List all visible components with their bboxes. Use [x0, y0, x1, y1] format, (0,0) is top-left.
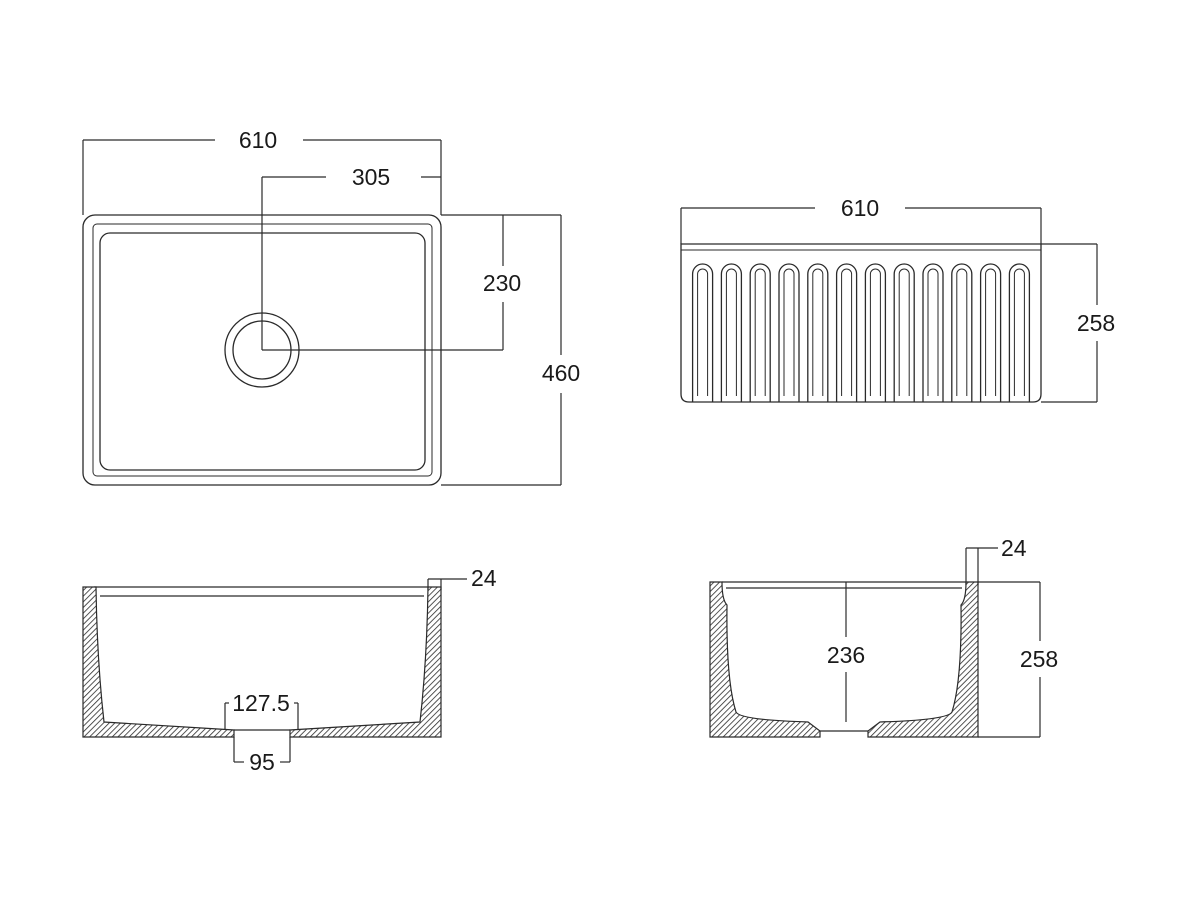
flute-groove-inner	[841, 268, 853, 396]
short-wall-dimension: 24	[965, 535, 1027, 585]
outlet-outer-label: 127.5	[232, 690, 290, 716]
long-section-wall	[82, 586, 235, 738]
flute-groove	[691, 263, 714, 402]
flute-groove	[951, 263, 973, 402]
outlet-outer-dimension: 127.5	[224, 690, 299, 730]
long-wall-dimension: 24	[427, 565, 497, 591]
front-view: 610 258	[680, 195, 1115, 403]
long-section-wall-right	[289, 586, 442, 738]
flute-groove-inner	[783, 268, 795, 396]
front-height-dimension: 258	[1041, 243, 1115, 403]
top-width-label: 610	[239, 127, 277, 153]
waste-offset-dimension: 305	[261, 164, 441, 350]
flute-groove-inner	[812, 268, 824, 396]
front-width-label: 610	[841, 195, 879, 221]
top-depth-label: 460	[542, 360, 580, 386]
front-flutes	[691, 263, 1031, 402]
flute-groove-inner	[754, 268, 766, 396]
short-height-label: 258	[1020, 646, 1058, 672]
flute-groove	[835, 263, 858, 402]
waste-depth-label: 230	[483, 270, 521, 296]
short-section: 24 236 258	[709, 535, 1058, 738]
top-depth-dimension: 460	[441, 214, 580, 486]
short-section-wall-right	[867, 581, 979, 738]
front-width-dimension: 610	[680, 195, 1042, 244]
flute-groove	[807, 263, 829, 402]
flute-groove	[922, 263, 944, 402]
flute-groove-inner	[927, 268, 939, 396]
flute-groove	[979, 263, 1002, 402]
flute-groove-inner	[869, 268, 881, 396]
long-section: 24 127.5 95	[82, 565, 497, 775]
waste-depth-dimension: 230	[262, 214, 521, 351]
flute-groove-inner	[725, 268, 737, 396]
top-width-dimension: 610	[82, 127, 442, 215]
flute-groove-inner	[956, 268, 968, 396]
flute-groove	[720, 263, 743, 402]
long-wall-label: 24	[471, 565, 497, 591]
flute-groove	[749, 263, 771, 402]
inner-depth-label: 236	[827, 642, 865, 668]
flute-groove-inner	[1013, 268, 1025, 396]
outlet-inner-label: 95	[249, 749, 275, 775]
flute-groove-inner	[898, 268, 910, 396]
flute-groove	[1008, 263, 1031, 402]
waste-offset-label: 305	[352, 164, 390, 190]
front-view-outline	[680, 243, 1042, 403]
inner-depth-dimension: 236	[827, 582, 865, 722]
flute-groove	[864, 263, 887, 402]
flute-groove	[778, 263, 800, 402]
outlet-inner-dimension: 95	[233, 737, 291, 775]
short-section-wall	[709, 581, 821, 738]
top-view: 610 305 230 460	[82, 127, 580, 486]
flute-groove-inner	[697, 268, 709, 396]
short-height-dimension: 258	[978, 581, 1058, 738]
front-height-label: 258	[1077, 310, 1115, 336]
flute-groove-inner	[985, 268, 997, 396]
flute-groove	[893, 263, 915, 402]
short-wall-label: 24	[1001, 535, 1027, 561]
